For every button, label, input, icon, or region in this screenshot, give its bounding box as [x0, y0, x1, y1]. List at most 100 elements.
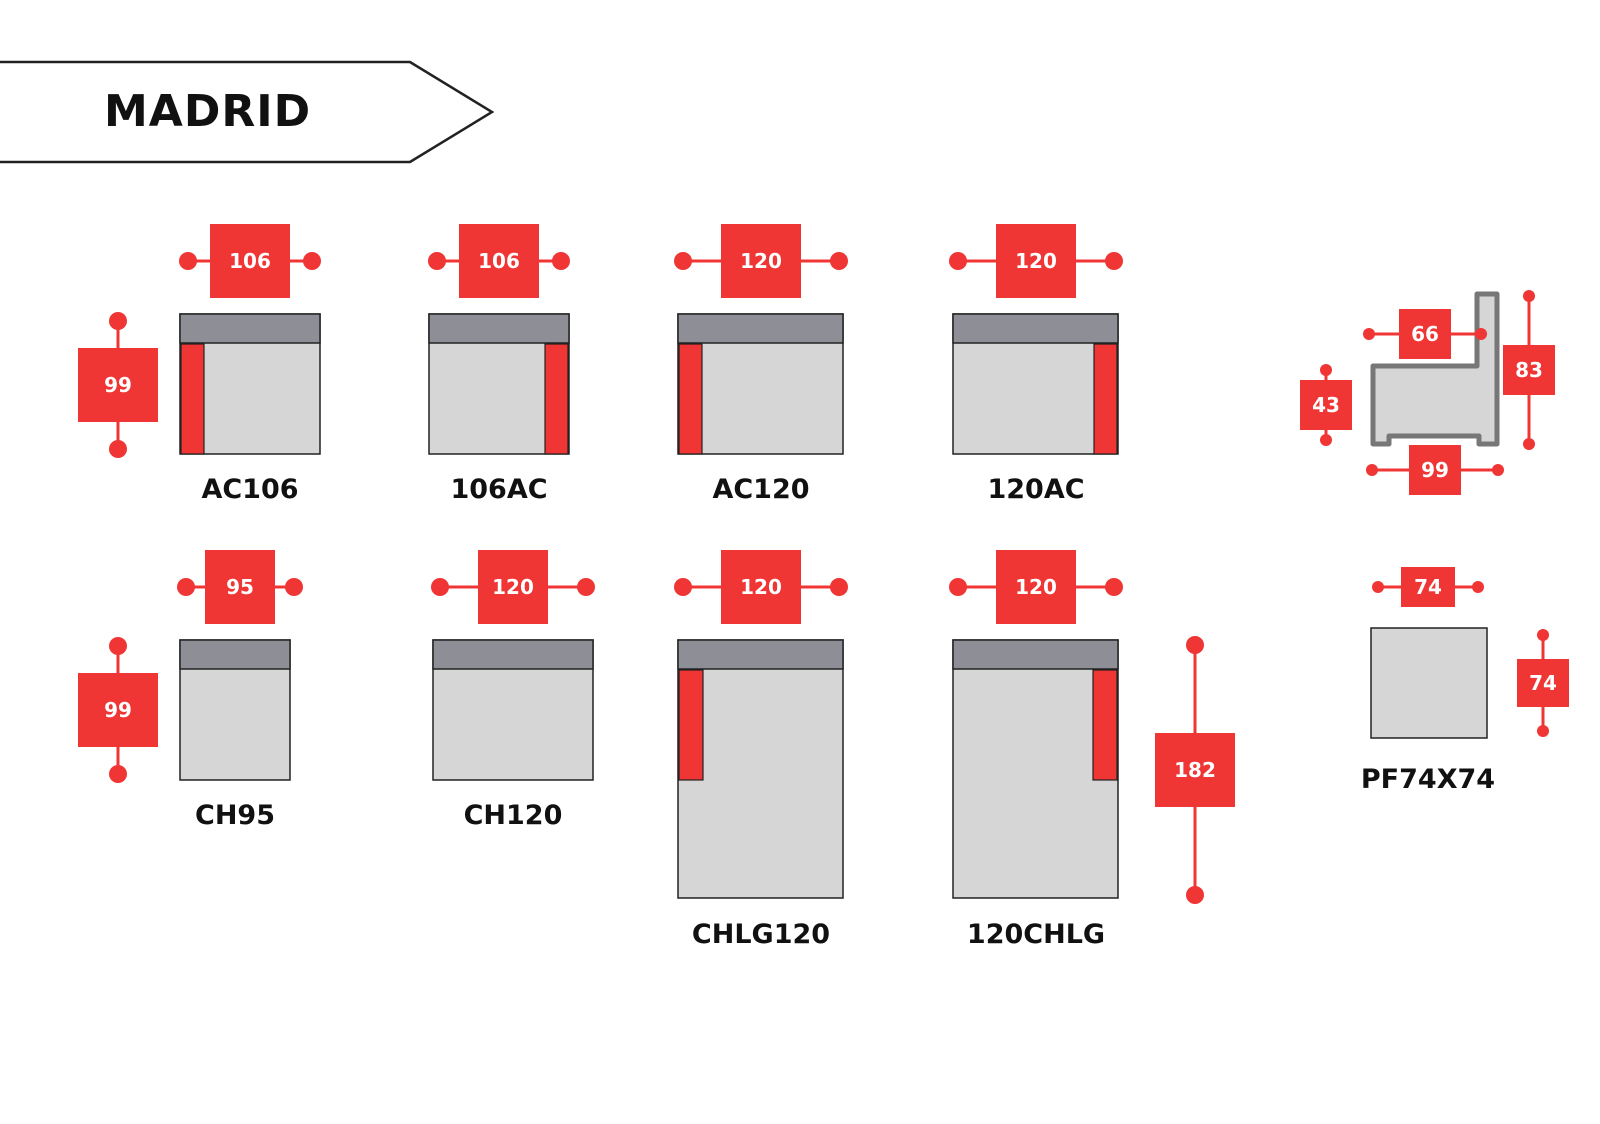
armrest-left: [180, 343, 205, 455]
dimension-end-dot: [1186, 886, 1204, 904]
dimension-end-dot: [1472, 581, 1484, 593]
seat-block: [952, 639, 1119, 899]
module-ac106: [179, 313, 321, 455]
seat-depth-marker: 66: [1363, 309, 1487, 359]
module-pf74x74: [1370, 627, 1488, 739]
dimension-box: [1517, 659, 1569, 707]
page-title: MADRID: [104, 86, 312, 137]
module-code-label: CH120: [464, 800, 563, 831]
module-ch95: [179, 639, 291, 781]
dimension-end-dot: [428, 252, 446, 270]
armrest-left: [678, 343, 703, 455]
dimension-value: 99: [104, 373, 132, 397]
module-chlg120: [677, 639, 844, 899]
dimension-end-dot: [1105, 252, 1123, 270]
module-code-label: AC120: [712, 474, 809, 505]
side-profile-silhouette: [1370, 291, 1500, 447]
dimension-end-dot: [1320, 434, 1332, 446]
dimension-end-dot: [830, 252, 848, 270]
depth-dimension-marker: 99: [78, 637, 158, 783]
dimension-end-dot: [949, 252, 967, 270]
dimension-box: [459, 224, 539, 298]
module-code-label: 120CHLG: [967, 919, 1105, 950]
dimension-value: 99: [104, 698, 132, 722]
module-120ac: [952, 313, 1119, 455]
dimension-value: 83: [1515, 358, 1543, 382]
dimension-value: 43: [1312, 393, 1340, 417]
dimension-value: 120: [740, 575, 782, 599]
armrest-right: [1093, 343, 1118, 455]
armrest-right: [1092, 669, 1118, 781]
width-dimension-marker: 106: [179, 224, 321, 298]
seat-height-marker: 43: [1300, 364, 1352, 446]
dimension-end-dot: [552, 252, 570, 270]
dimension-end-dot: [109, 440, 127, 458]
dimension-value: 66: [1411, 322, 1439, 346]
backrest-bar: [428, 313, 570, 344]
dimension-end-dot: [577, 578, 595, 596]
dimension-box: [1401, 567, 1455, 607]
width-dimension-marker: 120: [674, 224, 848, 298]
dimension-value: 106: [478, 249, 520, 273]
dimension-end-dot: [179, 252, 197, 270]
dimension-value: 182: [1174, 758, 1216, 782]
dimension-end-dot: [1523, 290, 1535, 302]
dimension-end-dot: [1363, 328, 1375, 340]
dimension-end-dot: [1475, 328, 1487, 340]
dimension-end-dot: [1320, 364, 1332, 376]
dimension-value: 120: [492, 575, 534, 599]
dimension-end-dot: [303, 252, 321, 270]
dimension-end-dot: [1492, 464, 1504, 476]
dimension-value: 120: [740, 249, 782, 273]
dimension-box: [478, 550, 548, 624]
module-code-label: 120AC: [987, 474, 1084, 505]
dimension-box: [721, 550, 801, 624]
dimension-box: [205, 550, 275, 624]
dimension-end-dot: [674, 252, 692, 270]
backrest-bar: [952, 639, 1119, 670]
dimension-end-dot: [1366, 464, 1378, 476]
dimension-end-dot: [431, 578, 449, 596]
dimension-end-dot: [1523, 438, 1535, 450]
dimension-end-dot: [1372, 581, 1384, 593]
total-height-marker: 83: [1503, 290, 1555, 450]
dimension-value: 120: [1015, 575, 1057, 599]
width-dimension-marker: 120: [674, 550, 848, 624]
dimension-value: 74: [1529, 671, 1557, 695]
dimension-end-dot: [177, 578, 195, 596]
dimension-value: 120: [1015, 249, 1057, 273]
backrest-bar: [179, 639, 291, 670]
module-120chlg: [952, 639, 1119, 899]
dimension-end-dot: [109, 765, 127, 783]
seat-block: [677, 639, 844, 899]
armrest-left: [678, 669, 704, 781]
width-dimension-marker: 74: [1372, 567, 1484, 607]
width-dimension-marker: 95: [177, 550, 303, 624]
dimension-end-dot: [1186, 636, 1204, 654]
dimension-value: 95: [226, 575, 254, 599]
dimension-box: [78, 348, 158, 422]
total-depth-marker: 99: [1366, 445, 1504, 495]
dimension-value: 74: [1414, 575, 1442, 599]
backrest-bar: [677, 313, 844, 344]
width-dimension-marker: 120: [949, 224, 1123, 298]
dimension-end-dot: [109, 637, 127, 655]
dimension-end-dot: [109, 312, 127, 330]
dimension-box: [1300, 380, 1352, 430]
backrest-bar: [677, 639, 844, 670]
dimension-box: [996, 550, 1076, 624]
depth-dimension-marker: 99: [78, 312, 158, 458]
width-dimension-marker: 106: [428, 224, 570, 298]
backrest-bar: [432, 639, 594, 670]
dimension-end-dot: [1537, 629, 1549, 641]
module-ac120: [677, 313, 844, 455]
dimension-box: [210, 224, 290, 298]
module-code-label: CHLG120: [692, 919, 830, 950]
armrest-right: [544, 343, 569, 455]
module-code-label: 106AC: [450, 474, 547, 505]
dimension-box: [1399, 309, 1451, 359]
dimension-end-dot: [285, 578, 303, 596]
title-banner-arrow: [0, 60, 495, 164]
